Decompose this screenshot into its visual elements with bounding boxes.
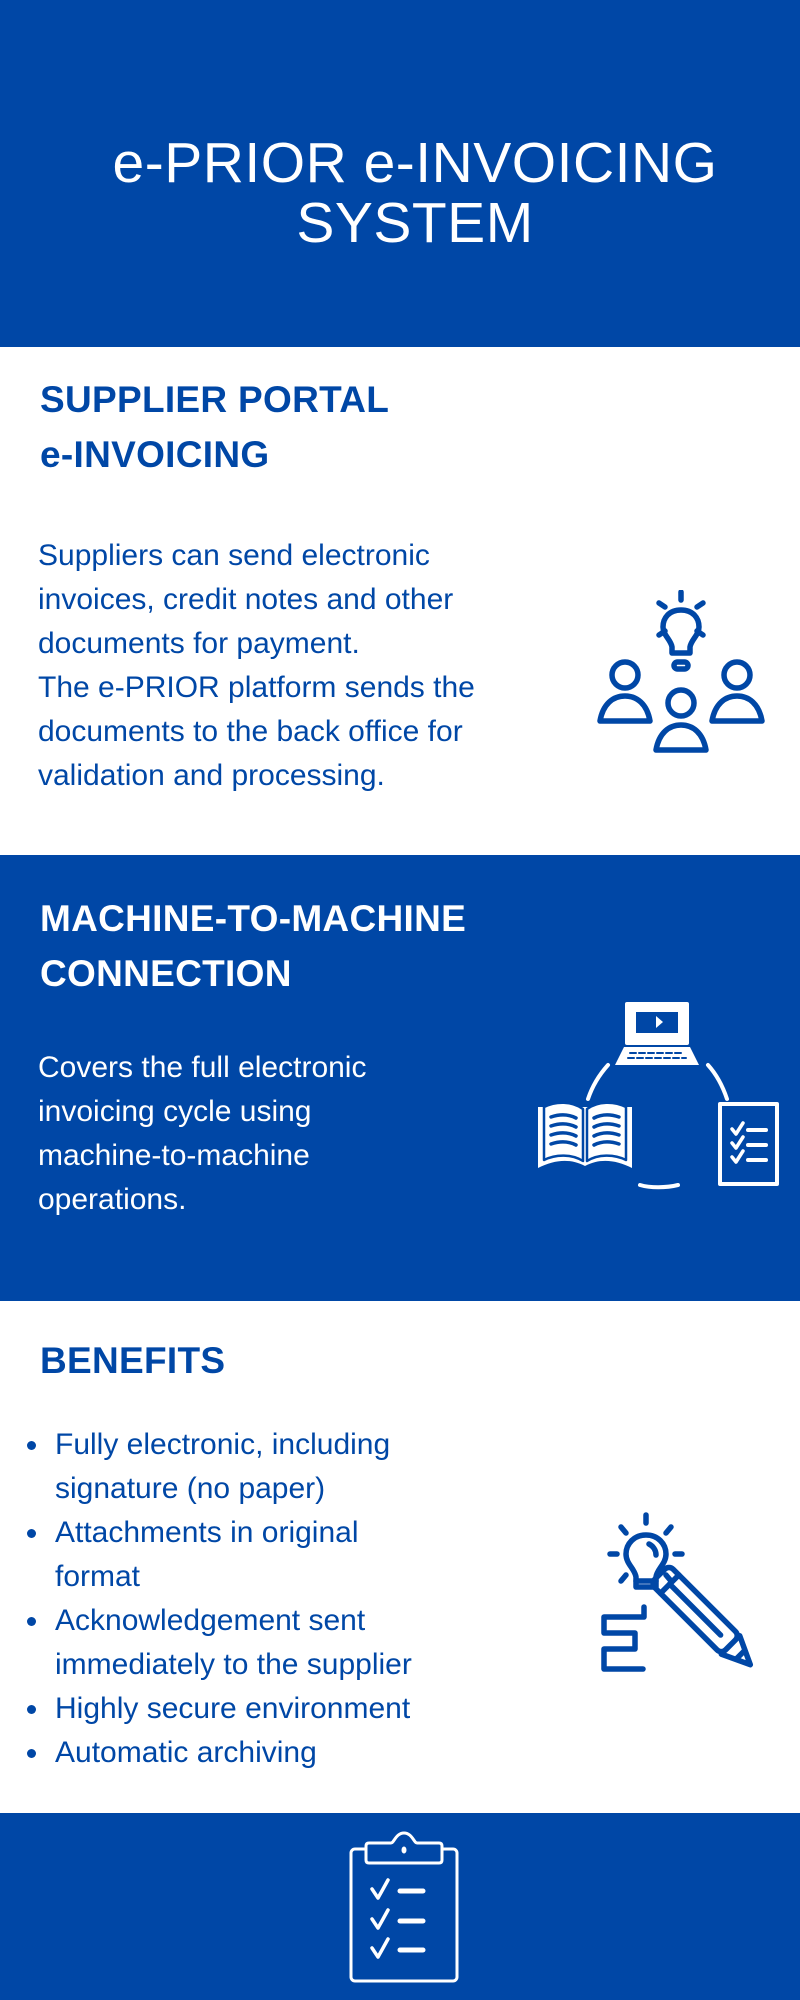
list-item-text: format (55, 1560, 141, 1593)
laptop-book-checklist-cycle-icon (536, 995, 780, 1190)
heading-line: MACHINE-TO-MACHINE (40, 898, 467, 939)
laptop-icon (615, 1002, 699, 1065)
text-line: Covers the full electronic (38, 1051, 367, 1084)
bullet-icon (27, 1441, 36, 1450)
page-title-line-2: SYSTEM (296, 191, 534, 255)
list-item: Fully electronic, including signature (n… (25, 1423, 412, 1511)
machine-to-machine-heading: MACHINE-TO-MACHINE CONNECTION (40, 891, 466, 1001)
benefits-section: BENEFITS Fully electronic, including sig… (0, 1301, 800, 1813)
heading-line: e-INVOICING (40, 434, 270, 475)
text-line: invoicing cycle using (38, 1095, 312, 1128)
list-item-text: Fully electronic, including (55, 1428, 391, 1461)
list-item-text: Highly secure environment (55, 1692, 411, 1725)
list-item: Automatic archiving (25, 1731, 412, 1775)
bullet-icon (27, 1617, 36, 1626)
text-line: documents for payment. (38, 627, 360, 660)
page-title-line-1: e-PRIOR e-INVOICING (112, 131, 718, 195)
text-line: Suppliers can send electronic (38, 539, 430, 572)
supplier-portal-description: Suppliers can send electronic invoices, … (38, 534, 475, 798)
text-line: invoices, credit notes and other (38, 583, 454, 616)
list-item-text: signature (no paper) (55, 1472, 326, 1505)
machine-to-machine-section: MACHINE-TO-MACHINE CONNECTION Covers the… (0, 855, 800, 1301)
checklist-document-icon (718, 1102, 779, 1186)
list-item: Attachments in original format (25, 1511, 412, 1599)
text-line: operations. (38, 1183, 187, 1216)
supplier-portal-heading: SUPPLIER PORTAL e-INVOICING (40, 372, 389, 482)
list-item-text: Automatic archiving (55, 1736, 317, 1769)
heading-line: CONNECTION (40, 953, 292, 994)
text-line: validation and processing. (38, 759, 385, 792)
bullet-icon (27, 1529, 36, 1538)
text-line: machine-to-machine (38, 1139, 310, 1172)
benefits-list: Fully electronic, including signature (n… (25, 1423, 412, 1775)
list-item-text: immediately to the supplier (55, 1648, 412, 1681)
open-book-icon (538, 1101, 632, 1168)
list-item-text: Acknowledgement sent (55, 1604, 366, 1637)
list-item: Acknowledgement sent immediately to the … (25, 1599, 412, 1687)
bullet-icon (27, 1705, 36, 1714)
footer-banner (0, 1813, 800, 2000)
text-line: The e-PRIOR platform sends the (38, 671, 475, 704)
supplier-portal-section: SUPPLIER PORTAL e-INVOICING Suppliers ca… (0, 347, 800, 855)
bullet-icon (27, 1749, 36, 1758)
list-item-text: Attachments in original (55, 1516, 359, 1549)
header-banner: e-PRIOR e-INVOICING SYSTEM (0, 0, 800, 347)
heading-line: SUPPLIER PORTAL (40, 379, 390, 420)
page-title: e-PRIOR e-INVOICING SYSTEM (50, 133, 780, 253)
text-line: documents to the back office for (38, 715, 463, 748)
lightbulb-pencil-icon (598, 1511, 766, 1679)
benefits-heading: BENEFITS (40, 1340, 226, 1381)
clipboard-checklist-icon (348, 1829, 460, 1984)
team-ideas-icon (597, 589, 765, 754)
list-item: Highly secure environment (25, 1687, 412, 1731)
machine-to-machine-description: Covers the full electronic invoicing cyc… (38, 1046, 366, 1222)
